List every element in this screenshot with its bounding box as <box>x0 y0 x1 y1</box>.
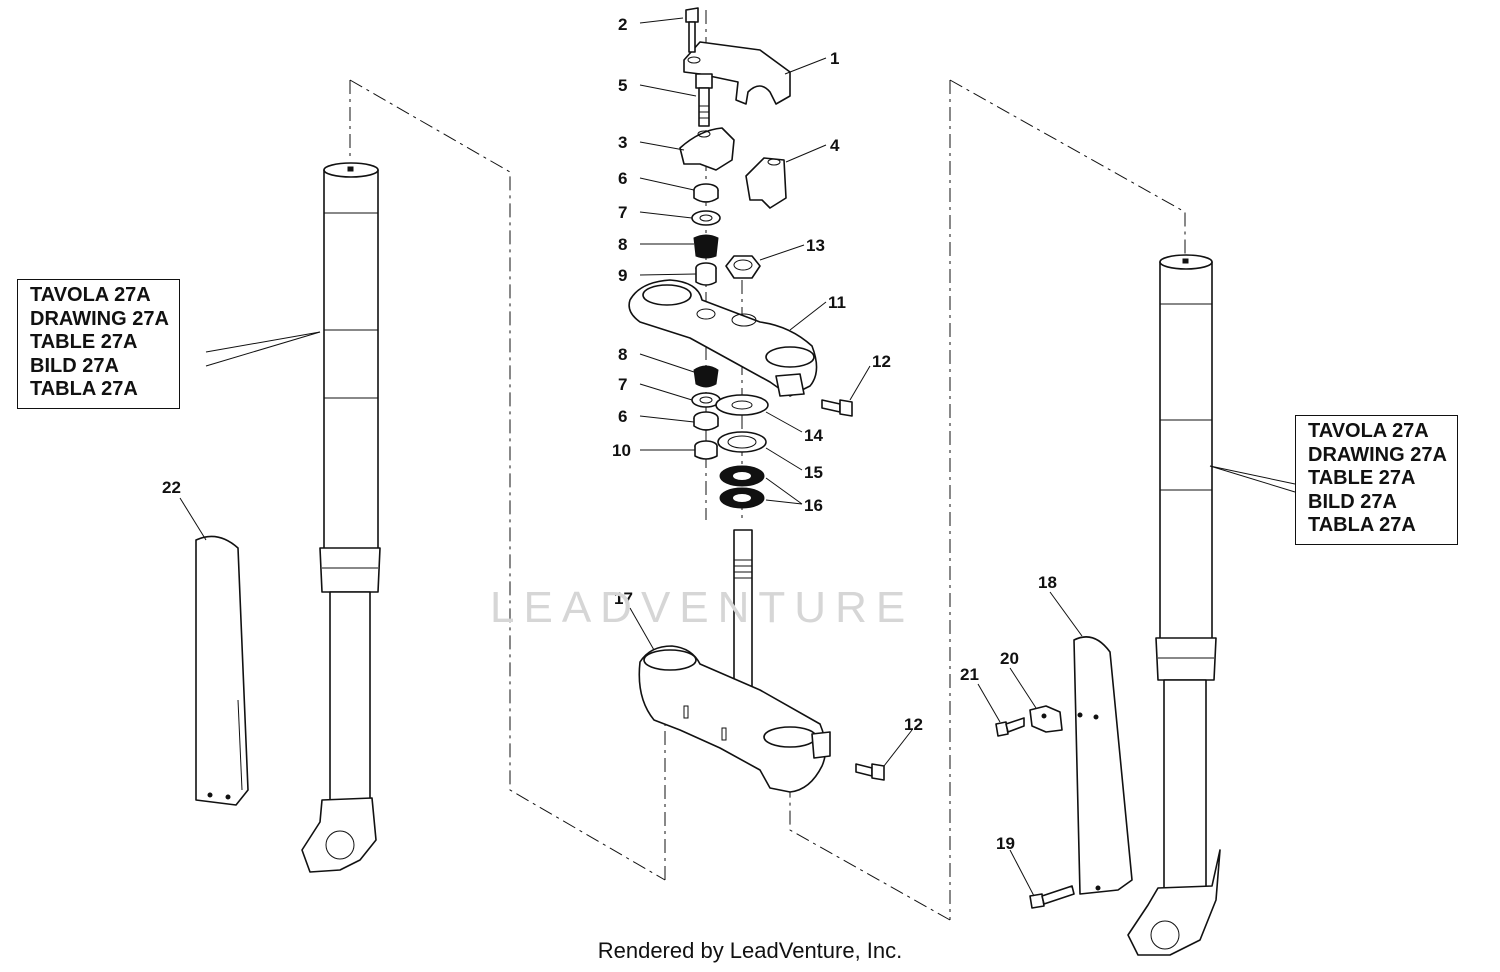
bearing-race-15 <box>717 431 767 453</box>
reference-line: TABLE 27A <box>30 331 138 353</box>
spacer-6-lower <box>693 411 719 431</box>
reference-line: BILD 27A <box>1308 490 1397 513</box>
callout-21: 21 <box>960 665 979 684</box>
callout-19: 19 <box>996 834 1015 853</box>
callout-22: 22 <box>162 478 181 497</box>
reference-box-right: TAVOLA 27A DRAWING 27A TABLE 27A BILD 27… <box>1295 415 1458 545</box>
callout-18: 18 <box>1038 573 1057 592</box>
callout-3: 3 <box>618 133 627 152</box>
callout-10: 10 <box>612 441 631 460</box>
bearings-16 <box>719 465 765 509</box>
left-fork-guard <box>195 535 249 806</box>
bolt-12-upper <box>821 399 853 417</box>
reference-line: TAVOLA 27A <box>30 284 151 306</box>
bolt-21 <box>995 717 1025 737</box>
bolt-5 <box>695 73 713 127</box>
footer-credit: Rendered by LeadVenture, Inc. <box>597 938 903 963</box>
callout-numbers: 2 1 5 3 4 6 7 8 9 13 11 12 8 7 6 10 14 1… <box>162 15 1057 853</box>
handlebar-clamp-top <box>683 41 791 105</box>
callout-4: 4 <box>830 136 840 155</box>
callout-6-lower: 6 <box>618 407 627 426</box>
nut-10 <box>694 440 718 460</box>
left-fork-leg <box>301 162 381 873</box>
clamp-base-3 <box>679 127 735 171</box>
lower-triple-clamp <box>638 529 831 793</box>
callout-6-upper: 6 <box>618 169 627 188</box>
callout-8-upper: 8 <box>618 235 627 254</box>
leader-lines <box>179 17 1296 897</box>
spacer-6-upper <box>693 183 719 203</box>
callout-12-lower: 12 <box>904 715 923 734</box>
rubber-8-lower <box>693 365 719 388</box>
washer-7-upper <box>691 210 721 226</box>
reference-line: DRAWING 27A <box>30 307 169 330</box>
callout-5: 5 <box>618 76 627 95</box>
bolt-19 <box>1029 885 1075 909</box>
callout-8-lower: 8 <box>618 345 627 364</box>
bolt-12-lower <box>855 763 885 781</box>
bolt-2 <box>685 7 699 53</box>
reference-line: TABLE 27A <box>1308 467 1416 489</box>
right-fork-leg <box>1127 254 1221 956</box>
callout-7-upper: 7 <box>618 203 627 222</box>
reference-line: TABLA 27A <box>1308 514 1416 536</box>
callout-13: 13 <box>806 236 825 255</box>
rubber-8-upper <box>693 234 719 259</box>
upper-triple-clamp <box>628 279 818 397</box>
callout-7-lower: 7 <box>618 375 627 394</box>
callout-2: 2 <box>618 15 627 34</box>
callout-11: 11 <box>828 293 846 312</box>
callout-17: 17 <box>614 589 633 608</box>
callout-15: 15 <box>804 463 823 482</box>
nut-13 <box>725 255 761 279</box>
callout-1: 1 <box>830 49 839 68</box>
callout-14: 14 <box>804 426 823 445</box>
watermark: LEADVENTURE <box>490 583 915 632</box>
callout-20: 20 <box>1000 649 1019 668</box>
bracket-20 <box>1029 705 1063 733</box>
dust-seal-14 <box>715 394 769 416</box>
clamp-base-4 <box>745 157 787 209</box>
callout-12-upper: 12 <box>872 352 891 371</box>
reference-line: DRAWING 27A <box>1308 443 1447 466</box>
reference-line: TAVOLA 27A <box>1308 420 1429 442</box>
bushing-9 <box>695 262 717 286</box>
reference-box-left: TAVOLA 27A DRAWING 27A TABLE 27A BILD 27… <box>17 279 180 409</box>
right-fork-guard <box>1073 636 1133 895</box>
reference-line: BILD 27A <box>30 354 119 377</box>
callout-16: 16 <box>804 496 823 515</box>
callout-9: 9 <box>618 266 627 285</box>
reference-line: TABLA 27A <box>30 378 138 400</box>
